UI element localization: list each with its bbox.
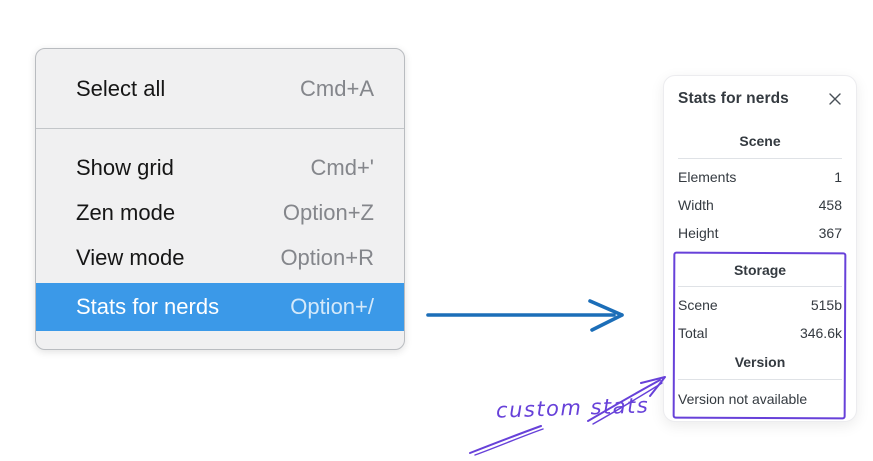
menu-item-shortcut: Cmd+' [310, 154, 375, 180]
stat-label: Width [678, 197, 714, 213]
menu-item-label: Stats for nerds [76, 294, 220, 319]
section-divider [678, 158, 842, 159]
menu-item-stats-for-nerds[interactable]: Stats for nerds Option+/ [36, 283, 404, 331]
menu-item-label: Select all [76, 75, 166, 101]
menu-section-bottom: Show grid Cmd+' Zen mode Option+Z View m… [36, 129, 404, 331]
version-note: Version not available [678, 391, 808, 407]
menu-item-view-mode[interactable]: View mode Option+R [36, 235, 404, 280]
stat-label: Height [678, 225, 719, 241]
stat-value: 458 [818, 197, 842, 213]
section-heading-scene: Scene [739, 133, 781, 149]
stat-value: 346.6k [799, 325, 842, 341]
menu-item-shortcut: Option+Z [282, 199, 374, 225]
menu-item-select-all[interactable]: Select all Cmd+A [36, 49, 404, 128]
stat-row-scene-storage: Scene 515b [678, 291, 842, 319]
stat-label: Total [678, 325, 708, 341]
stat-row-total-storage: Total 346.6k [678, 319, 842, 347]
stat-label: Elements [678, 169, 737, 185]
menu-item-zen-mode[interactable]: Zen mode Option+Z [36, 190, 404, 235]
context-menu: Select all Cmd+A Show grid Cmd+' Zen mod… [35, 48, 405, 350]
annotation-arrows [469, 376, 666, 456]
menu-item-label: Zen mode [76, 199, 176, 225]
section-divider [678, 286, 842, 287]
storage-stats: Scene 515b Total 346.6k [678, 291, 842, 347]
menu-item-label: View mode [76, 244, 185, 270]
stat-value: 515b [810, 297, 842, 313]
close-icon[interactable] [828, 92, 842, 106]
stat-row-width: Width 458 [678, 191, 842, 219]
menu-item-label: Show grid [76, 154, 174, 180]
stats-panel-title: Stats for nerds [678, 90, 789, 107]
menu-section-top: Select all Cmd+A [36, 49, 404, 128]
menu-item-shortcut: Option+R [280, 244, 374, 270]
menu-item-shortcut: Cmd+A [300, 75, 374, 101]
stat-label: Scene [678, 297, 718, 313]
stat-row-height: Height 367 [678, 219, 842, 247]
stats-panel: Stats for nerds Scene Elements 1 Width 4… [663, 75, 857, 422]
scene-stats: Elements 1 Width 458 Height 367 [678, 163, 842, 247]
section-heading-storage: Storage [733, 262, 787, 278]
stat-row-elements: Elements 1 [678, 163, 842, 191]
section-divider [678, 379, 842, 380]
pointer-arrow [426, 299, 624, 332]
stat-value: 367 [818, 225, 842, 241]
stat-value: 1 [834, 169, 842, 185]
section-heading-version: Version [734, 354, 786, 370]
menu-item-shortcut: Option+/ [290, 294, 374, 319]
menu-divider [36, 128, 404, 129]
menu-item-show-grid[interactable]: Show grid Cmd+' [36, 145, 404, 190]
stats-panel-header: Stats for nerds [678, 88, 842, 110]
